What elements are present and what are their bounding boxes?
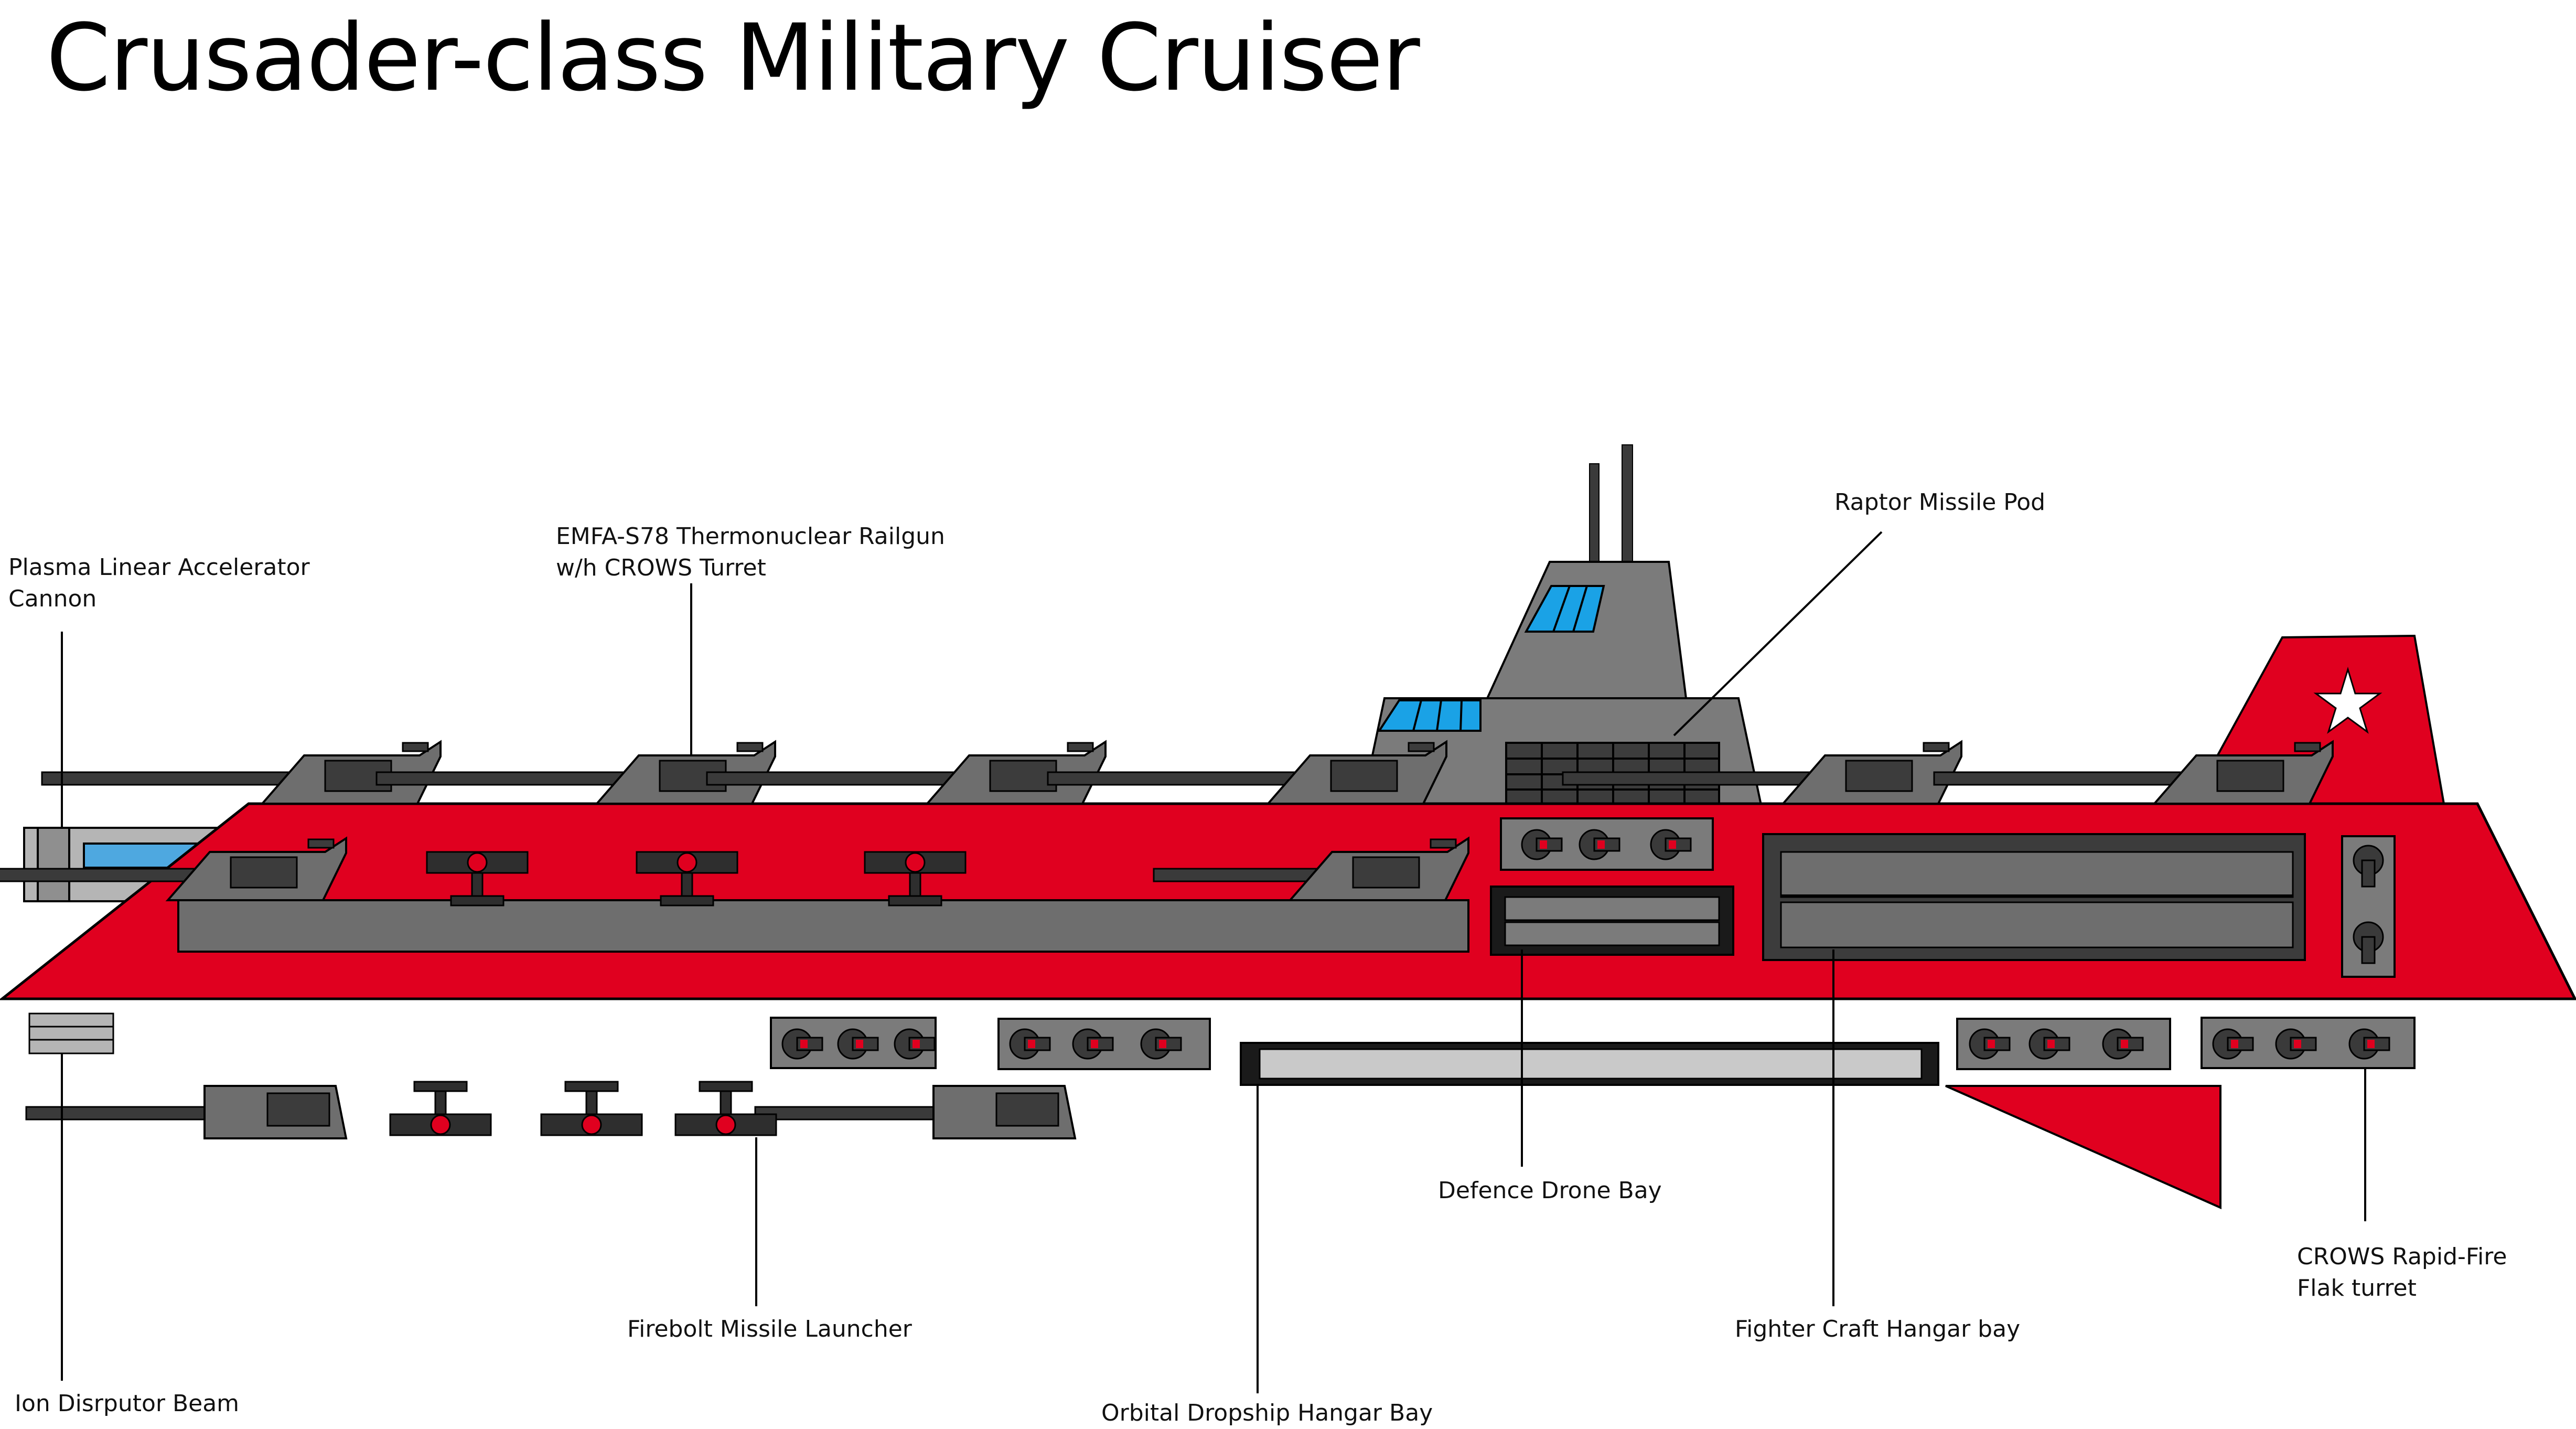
missile-launcher xyxy=(674,1081,777,1136)
missile-launcher xyxy=(540,1081,643,1136)
fin-star xyxy=(2313,666,2382,734)
label-ion-beam: Ion Disrputor Beam xyxy=(15,1390,240,1417)
fighter-hangar-bay xyxy=(1762,833,2306,961)
missile-launcher xyxy=(389,1081,492,1136)
flak-turret xyxy=(2348,1028,2390,1060)
railgun-turret xyxy=(1153,836,1469,901)
railgun-turret xyxy=(1562,740,1962,805)
railgun-turret xyxy=(754,1085,1077,1139)
label-railgun: EMFA-S78 Thermonuclear Railgun w/h CROWS… xyxy=(556,523,945,581)
flak-turret xyxy=(781,1028,823,1060)
flak-turrets xyxy=(781,829,2390,1060)
railgun-turret xyxy=(0,836,347,901)
mast-right xyxy=(1622,444,1633,567)
lower-fin xyxy=(1945,1085,2221,1210)
railgun-turrets xyxy=(0,740,2334,1139)
callout-lines xyxy=(61,531,2366,1393)
label-dropship-bay: Orbital Dropship Hangar Bay xyxy=(1101,1400,1433,1426)
missile-launchers xyxy=(389,851,967,1136)
flak-turret xyxy=(1009,1028,1051,1060)
missile-launcher xyxy=(864,851,967,907)
flak-turret xyxy=(1579,829,1620,860)
flak-turret xyxy=(2353,845,2384,888)
bridge-window-lower xyxy=(1377,699,1482,732)
flak-turret xyxy=(2028,1028,2070,1060)
railgun-turret xyxy=(375,740,776,805)
ion-disruptor-emitter xyxy=(28,1012,114,1054)
flak-turret xyxy=(1521,829,1563,860)
flak-turret xyxy=(1072,1028,1114,1060)
railgun-turret xyxy=(41,740,442,805)
side-panel xyxy=(177,899,1469,953)
railgun-turret xyxy=(25,1085,348,1139)
defence-drone-bay xyxy=(1490,886,1734,956)
railgun-turret xyxy=(706,740,1107,805)
mast-left xyxy=(1589,463,1600,567)
flak-turret xyxy=(2212,1028,2254,1060)
flak-turret xyxy=(894,1028,936,1060)
flak-turret xyxy=(2275,1028,2317,1060)
flak-turret xyxy=(1969,1028,2011,1060)
flak-turret xyxy=(2102,1028,2144,1060)
missile-launcher xyxy=(636,851,738,907)
label-plasma-cannon: Plasma Linear Accelerator Cannon xyxy=(8,554,310,612)
label-fighter-bay: Fighter Craft Hangar bay xyxy=(1735,1316,2021,1342)
flak-turret xyxy=(1140,1028,1182,1060)
flak-turret xyxy=(837,1028,879,1060)
railgun-turret xyxy=(1933,740,2334,805)
page-title: Crusader-class Military Cruiser xyxy=(46,4,1420,112)
railgun-turret xyxy=(1047,740,1447,805)
label-flak-turret: CROWS Rapid-Fire Flak turret xyxy=(2297,1243,2507,1302)
label-firebolt: Firebolt Missile Launcher xyxy=(627,1316,912,1342)
flak-turret xyxy=(1650,829,1692,860)
label-raptor-pod: Raptor Missile Pod xyxy=(1834,489,2046,516)
dropship-hangar-bay xyxy=(1240,1042,1939,1086)
missile-launcher xyxy=(426,851,529,907)
flak-turret xyxy=(2353,921,2384,964)
label-drone-bay: Defence Drone Bay xyxy=(1438,1177,1662,1204)
